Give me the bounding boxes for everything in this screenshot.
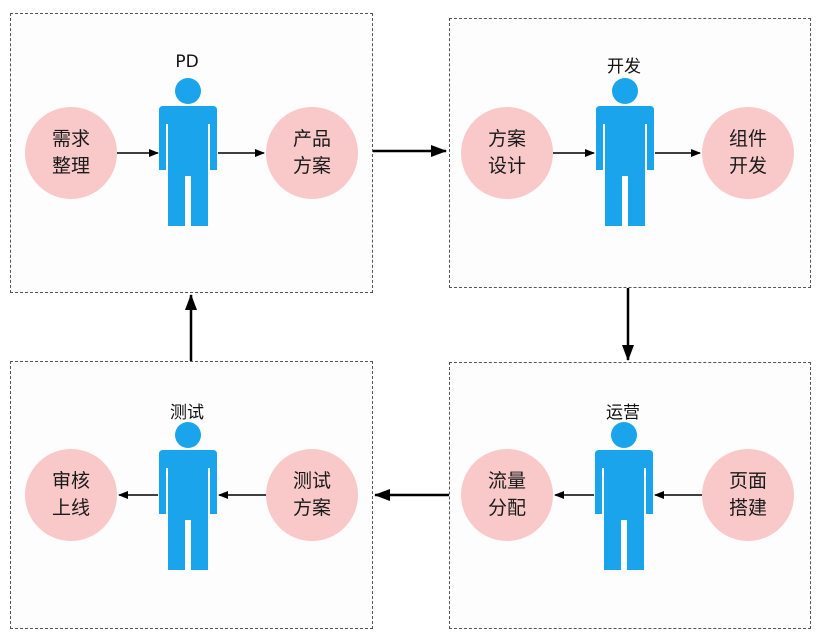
bubble-line: 设计 [487, 155, 526, 177]
bubble-solution-design: 方案 设计 [461, 107, 553, 199]
bubble-line: 方案 [292, 497, 331, 519]
role-label-dev: 开发 [607, 57, 641, 77]
person-icon [159, 422, 217, 570]
bubble-line: 开发 [728, 155, 767, 177]
role-label-ops: 运营 [606, 403, 640, 423]
role-label-test: 测试 [170, 403, 204, 423]
bubble-line: 审核 [51, 470, 90, 492]
person-icon [595, 422, 653, 570]
bubble-requirement-sorting: 需求 整理 [25, 107, 117, 199]
bubble-line: 页面 [728, 470, 767, 492]
bubble-line: 方案 [487, 128, 526, 150]
bubble-line: 产品 [292, 128, 331, 150]
bubble-line: 组件 [728, 128, 767, 150]
bubble-product-plan: 产品 方案 [266, 107, 358, 199]
bubble-review-launch: 审核 上线 [25, 449, 117, 541]
person-icon [159, 78, 217, 226]
bubble-line: 分配 [487, 497, 526, 519]
bubble-line: 流量 [487, 470, 526, 492]
person-icon [596, 78, 654, 226]
bubble-line: 整理 [51, 155, 90, 177]
bubble-line: 需求 [51, 128, 90, 150]
bubble-component-dev: 组件 开发 [702, 107, 794, 199]
bubble-line: 搭建 [728, 497, 767, 519]
bubble-line: 方案 [292, 155, 331, 177]
bubble-test-plan: 测试 方案 [266, 449, 358, 541]
bubble-line: 测试 [292, 470, 331, 492]
role-label-pd: PD [175, 52, 199, 72]
bubble-line: 上线 [51, 497, 90, 519]
bubble-page-building: 页面 搭建 [702, 449, 794, 541]
bubble-traffic-allocation: 流量 分配 [461, 449, 553, 541]
